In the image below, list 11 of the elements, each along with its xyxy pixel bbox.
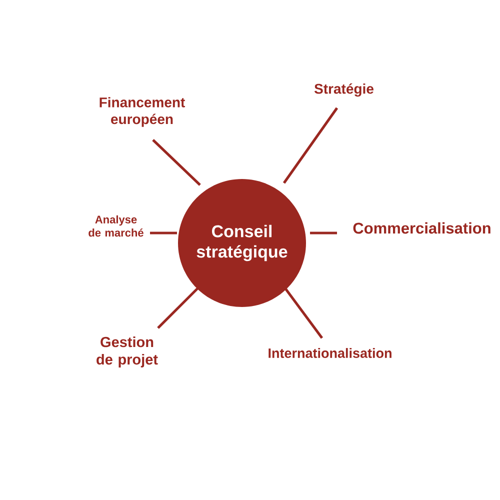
topic-label: Stratégie — [314, 83, 374, 97]
connector-line — [310, 232, 337, 234]
connector-line — [284, 287, 324, 339]
topic-label: Analyse de marché — [88, 215, 144, 237]
topic-label: Commercialisation — [353, 222, 490, 234]
topic-label: Internationalisation — [268, 348, 392, 358]
topic-label: Financement européen — [100, 97, 185, 127]
connector-line — [282, 107, 338, 184]
connector-line — [152, 139, 201, 186]
connector-line — [150, 232, 177, 234]
topic-label: Gestion de projet — [96, 336, 158, 368]
